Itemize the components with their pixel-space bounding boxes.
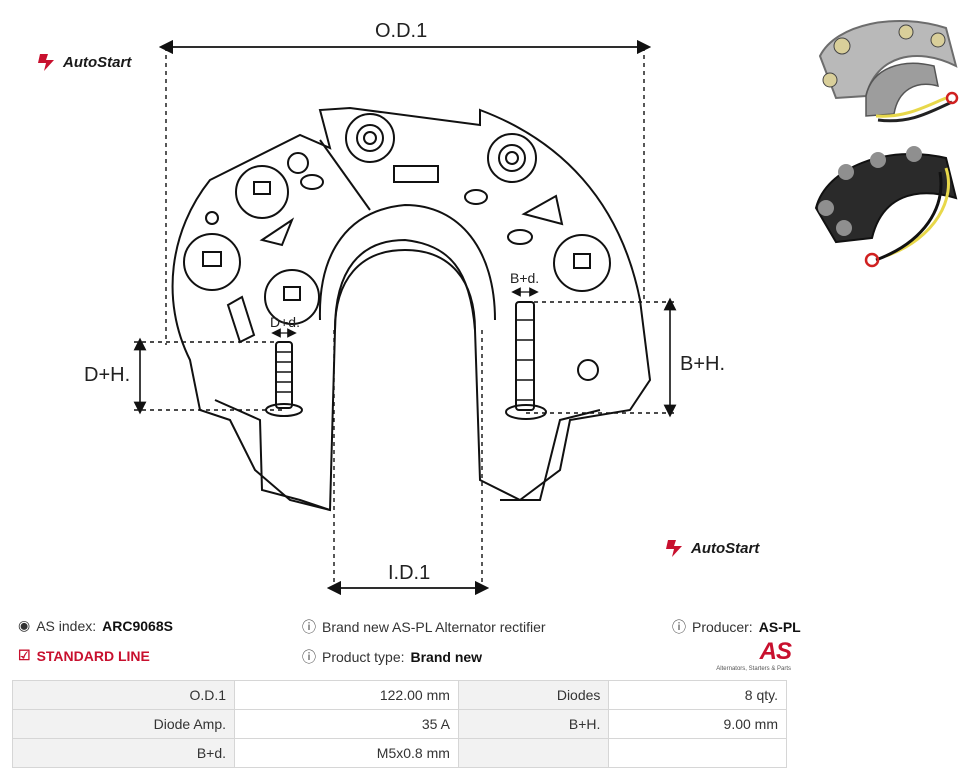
spec-key: B+d.	[11, 738, 236, 768]
spec-value: M5x0.8 mm	[234, 738, 459, 768]
description-text: Brand new AS-PL Alternator rectifier	[322, 619, 546, 635]
spec-value	[608, 738, 787, 768]
info-icon: ⓘ	[302, 649, 316, 665]
as-pl-logo-tagline: Alternators, Starters & Parts	[716, 666, 791, 672]
spec-table: O.D.1 122.00 mm Diodes 8 qty. Diode Amp.…	[11, 680, 787, 768]
standard-line-text: STANDARD LINE	[36, 647, 150, 664]
spec-key: B+H.	[457, 709, 610, 739]
autostart-logo-icon	[666, 540, 682, 557]
table-row: Diode Amp. 35 A B+H. 9.00 mm	[11, 709, 787, 739]
autostart-logo-top: AutoStart	[36, 52, 131, 72]
product-type-value: Brand new	[410, 649, 483, 665]
spec-value: 8 qty.	[608, 680, 787, 710]
description: ⓘ Brand new AS-PL Alternator rectifier	[302, 617, 546, 637]
dd-label: D+d.	[270, 314, 300, 330]
spec-value: 122.00 mm	[234, 680, 459, 710]
producer: ⓘ Producer: AS-PL	[672, 617, 801, 637]
as-pl-logo: AS Alternators, Starters & Parts	[716, 638, 792, 672]
as-index-value: ARC9068S	[102, 617, 173, 634]
spec-key: Diode Amp.	[11, 709, 236, 739]
info-icon: ⓘ	[302, 619, 316, 635]
table-row: B+d. M5x0.8 mm	[11, 738, 787, 768]
dh-label: D+H.	[84, 364, 131, 386]
spec-value: 35 A	[234, 709, 459, 739]
producer-label: Producer:	[692, 619, 753, 635]
tag-icon: ◉	[18, 617, 31, 633]
spec-value: 9.00 mm	[608, 709, 787, 739]
od-label: O.D.1	[375, 20, 428, 42]
spec-key: Diodes	[457, 680, 610, 710]
spec-key: O.D.1	[11, 680, 236, 710]
info-icon: ⓘ	[672, 619, 686, 635]
as-index-label: AS index:	[36, 617, 97, 634]
checkbox-icon: ☑	[18, 647, 31, 663]
id-label: I.D.1	[388, 562, 431, 584]
product-type: ⓘ Product type: Brand new	[302, 647, 482, 667]
bh-label: B+H.	[680, 353, 726, 375]
product-photo-top[interactable]	[806, 6, 966, 130]
producer-value: AS-PL	[758, 619, 801, 635]
autostart-logo-bottom: AutoStart	[664, 538, 759, 558]
as-index: ◉ AS index: ARC9068S	[18, 617, 173, 634]
brand-name-top: AutoStart	[63, 53, 132, 71]
product-photo-bottom[interactable]	[806, 138, 966, 268]
product-type-label: Product type:	[322, 649, 405, 665]
autostart-logo-icon	[38, 54, 54, 71]
brand-name-bottom: AutoStart	[691, 539, 760, 557]
table-row: O.D.1 122.00 mm Diodes 8 qty.	[11, 680, 787, 710]
as-pl-logo-text: AS	[759, 638, 792, 665]
standard-line-badge: ☑ STANDARD LINE	[18, 647, 150, 664]
bd-label: B+d.	[510, 270, 540, 286]
rectifier-drawing	[133, 39, 677, 596]
spec-key	[457, 738, 610, 768]
